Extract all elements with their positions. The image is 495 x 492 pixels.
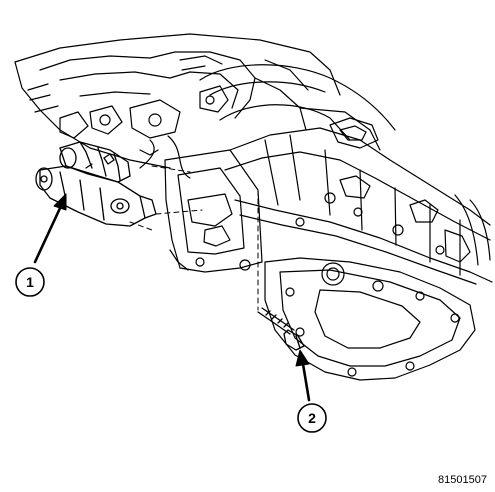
bolt-icon <box>257 307 305 351</box>
starter-motor-icon <box>35 141 157 227</box>
figure-id: 81501507 <box>438 474 487 486</box>
starter-mounting-area <box>164 149 263 273</box>
transmission-case <box>199 64 493 285</box>
engine-block <box>14 33 341 179</box>
callout-number-1: 1 <box>26 274 34 290</box>
callout-arrow-2 <box>295 349 311 402</box>
callout-1: 1 <box>15 267 45 297</box>
callout-number-2: 2 <box>308 410 316 426</box>
callout-arrow-1 <box>33 193 67 264</box>
alignment-lines <box>129 165 259 311</box>
oil-pan <box>264 257 476 381</box>
callout-2: 2 <box>297 403 327 433</box>
